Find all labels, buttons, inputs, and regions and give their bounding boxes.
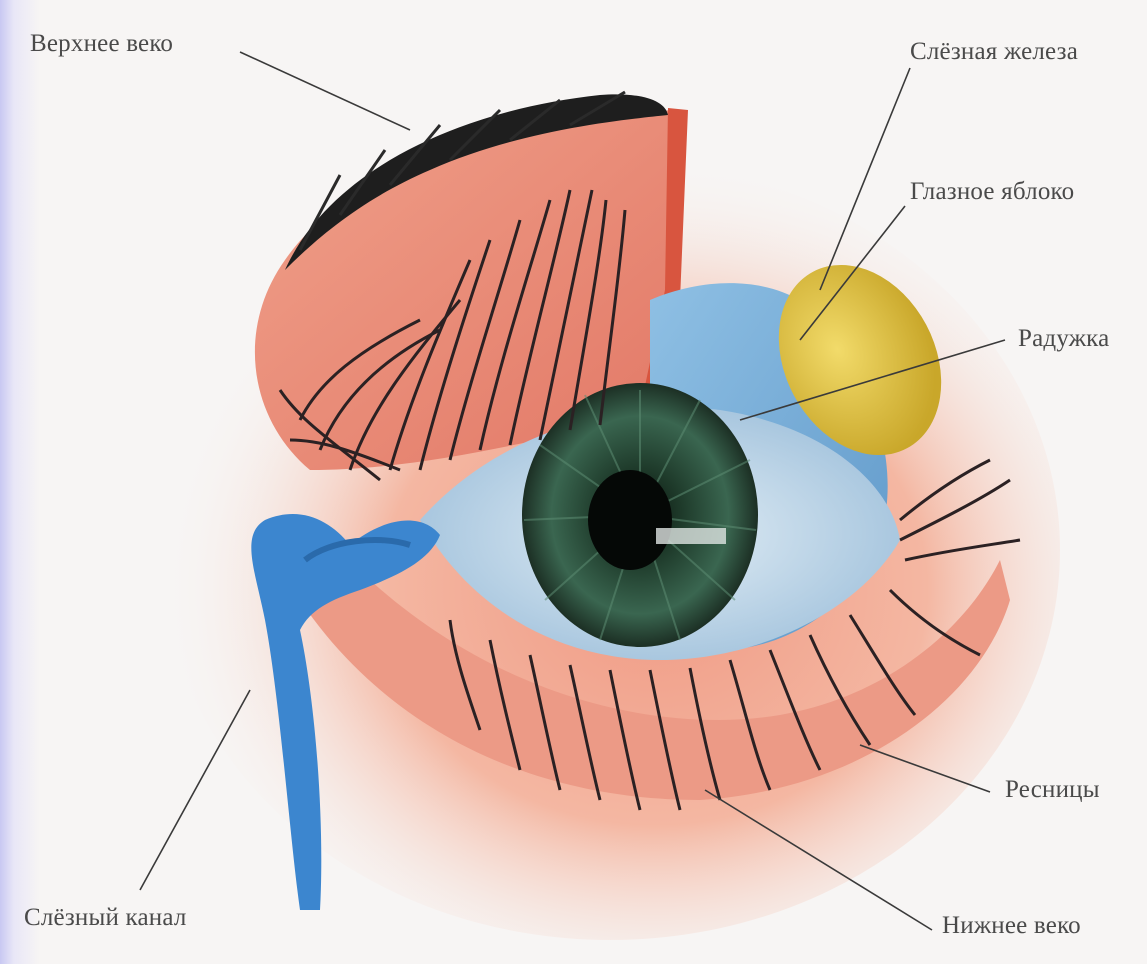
label-lacrimal-duct: Слёзный канал — [24, 904, 187, 932]
label-lacrimal-gland: Слёзная железа — [910, 38, 1078, 66]
label-upper-eyelid: Верхнее веко — [30, 30, 173, 58]
pupil-highlight — [656, 528, 726, 544]
label-iris: Радужка — [1018, 325, 1109, 353]
pupil — [588, 470, 672, 570]
label-eyeball: Глазное яблоко — [910, 178, 1074, 206]
label-eyelashes: Ресницы — [1005, 776, 1100, 804]
leader-upper-eyelid — [240, 52, 410, 130]
label-lower-eyelid: Нижнее веко — [942, 912, 1081, 940]
leader-lacrimal-duct — [140, 690, 250, 890]
